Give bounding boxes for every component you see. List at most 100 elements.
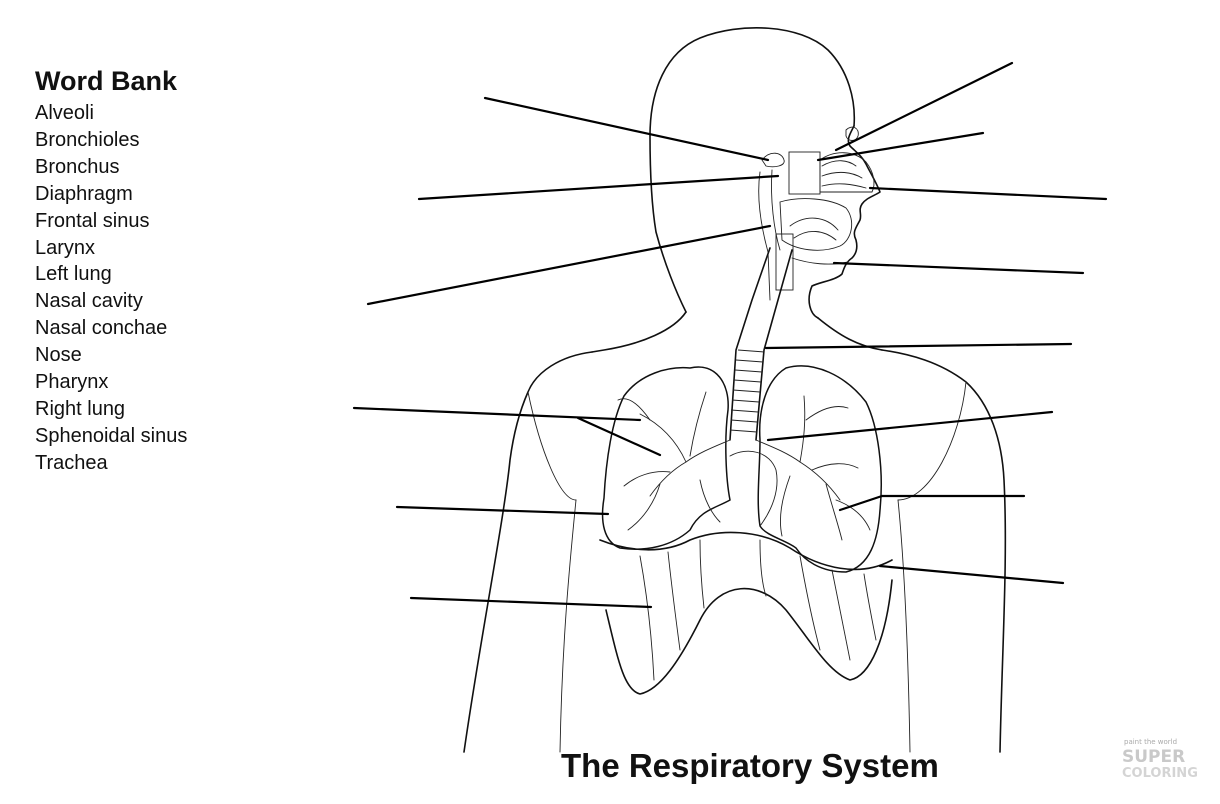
word-bank-term: Trachea xyxy=(35,451,108,474)
larynx-box xyxy=(775,233,794,291)
nasal-concha-3 xyxy=(821,183,867,189)
head-outline xyxy=(649,27,856,313)
sinus-box xyxy=(788,151,821,195)
bronchiole xyxy=(779,475,791,537)
diaphragm-fiber xyxy=(799,555,821,651)
leader-line xyxy=(816,131,985,162)
right-axilla xyxy=(897,381,967,501)
leader-line xyxy=(395,505,610,516)
diaphragm xyxy=(599,531,893,695)
trachea-ring xyxy=(729,429,758,433)
bronchiole xyxy=(805,406,849,421)
bronchiole xyxy=(835,499,871,531)
leader-line xyxy=(417,174,780,201)
word-bank-term: Sphenoidal sinus xyxy=(35,424,188,447)
left-axilla xyxy=(527,391,577,501)
bronchial-tree xyxy=(617,391,871,541)
diaphragm-fiber xyxy=(759,539,767,597)
word-bank-term: Right lung xyxy=(35,397,126,420)
diaphragm-fiber xyxy=(699,539,705,609)
leader-line xyxy=(764,342,1073,350)
logo-tagline: paint the world xyxy=(1124,738,1177,746)
leader-line xyxy=(838,494,884,512)
bronchiole xyxy=(623,471,671,487)
word-bank-term: Larynx xyxy=(35,236,96,259)
word-bank-term: Diaphragm xyxy=(35,182,133,205)
bronchiole xyxy=(617,398,651,421)
word-bank-term: Left lung xyxy=(35,263,112,286)
leader-line xyxy=(868,186,1108,201)
nasal-concha-1 xyxy=(821,160,857,167)
heart-area xyxy=(729,450,778,527)
diaphragm-dome xyxy=(599,531,893,571)
trachea-ring xyxy=(735,359,764,363)
bronchiole xyxy=(799,395,806,463)
sphenoidal-sinus xyxy=(761,152,785,168)
leader-line xyxy=(352,406,642,422)
diaphragm-fiber xyxy=(639,555,655,681)
diaphragm-lower xyxy=(605,579,893,695)
diaphragm-fiber xyxy=(831,569,851,661)
leader-line xyxy=(878,564,1065,585)
leader-line xyxy=(766,410,1054,442)
word-bank-term: Pharynx xyxy=(35,371,109,394)
word-bank-term: Bronchus xyxy=(35,155,120,178)
trachea-left-wall xyxy=(729,247,771,441)
word-bank-term: Nasal cavity xyxy=(35,290,143,313)
trachea-ring xyxy=(730,419,758,423)
tongue xyxy=(789,217,839,231)
diaphragm-fiber xyxy=(863,573,877,641)
pharynx xyxy=(758,171,771,301)
trachea-ring xyxy=(732,389,761,393)
word-bank-term: Frontal sinus xyxy=(35,209,150,232)
oral-cavity xyxy=(779,198,853,251)
frontal-sinus xyxy=(845,126,859,141)
bronchiole xyxy=(825,483,843,541)
leader-line xyxy=(366,224,772,306)
right-arm-line xyxy=(897,499,911,753)
nasal-cavity xyxy=(819,152,875,193)
bronchiole xyxy=(627,483,661,531)
bronchiole xyxy=(699,479,721,523)
trachea xyxy=(729,247,793,441)
word-bank-term: Alveoli xyxy=(35,102,94,124)
pharynx-back xyxy=(771,169,781,251)
super-coloring-logo: paint the world SUPER COLORING xyxy=(1122,738,1198,781)
trachea-ring xyxy=(733,379,762,383)
logo-line2: COLORING xyxy=(1122,766,1198,781)
face-profile xyxy=(808,125,881,319)
trachea-ring xyxy=(737,349,765,353)
leader-line xyxy=(576,416,662,457)
nasal-concha-2 xyxy=(821,171,863,179)
word-bank-title: Word Bank xyxy=(35,66,178,96)
nasal-region xyxy=(758,126,875,301)
leader-lines xyxy=(352,61,1108,609)
word-bank-term: Bronchioles xyxy=(35,128,140,151)
diagram-caption: The Respiratory System xyxy=(561,747,939,784)
trachea-ring xyxy=(731,399,760,403)
tongue-2 xyxy=(793,231,837,241)
trachea-ring xyxy=(734,369,763,373)
trachea-rings xyxy=(729,349,765,433)
diaphragm-fiber xyxy=(667,551,681,651)
leader-line xyxy=(834,61,1014,152)
bronchiole xyxy=(639,413,687,463)
left-shoulder xyxy=(463,351,593,753)
logo-line1: SUPER xyxy=(1122,747,1185,767)
right-shoulder xyxy=(881,349,1007,753)
trachea-right-wall xyxy=(755,249,793,441)
word-bank: Word Bank Alveoli Bronchioles Bronchus D… xyxy=(35,64,187,477)
right-lung-shape xyxy=(601,366,731,550)
lungs xyxy=(601,365,882,573)
neck-front xyxy=(817,317,883,351)
bronchiole xyxy=(811,463,859,471)
word-bank-term: Nasal conchae xyxy=(35,317,168,340)
leader-line xyxy=(409,596,653,609)
left-arm-line xyxy=(559,499,577,753)
word-bank-term: Nose xyxy=(35,344,82,367)
leader-line xyxy=(483,96,770,162)
neck-back xyxy=(591,311,687,353)
left-lung-shape xyxy=(757,365,882,573)
trachea-ring xyxy=(730,409,759,413)
